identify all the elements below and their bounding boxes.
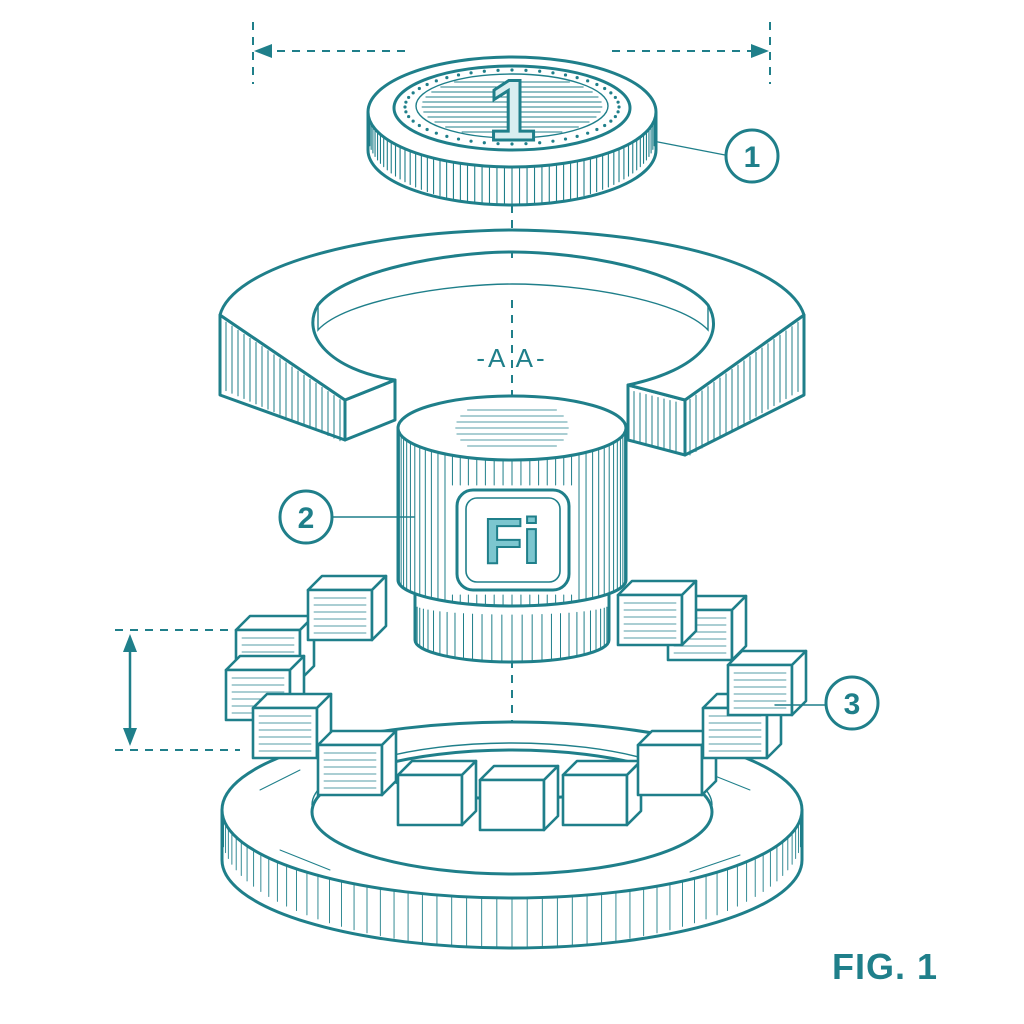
coin-part: 1 (366, 55, 658, 207)
callout-1: 1 (657, 128, 780, 184)
callout-2: 2 (278, 489, 415, 545)
callout-1-number: 1 (744, 141, 761, 174)
collar-ridges (414, 604, 610, 663)
coin-width-dimension (252, 22, 771, 84)
chain-cube (306, 574, 388, 642)
chain-cube (396, 759, 478, 827)
chain-height-dimension (115, 629, 240, 751)
coin-numeral: 1 (488, 63, 536, 159)
callout-3: 3 (774, 675, 880, 731)
chain-cube (561, 759, 643, 827)
base-ring-hatching (221, 769, 803, 949)
fi-badge-text: Fi (484, 505, 541, 577)
chain-cube (316, 729, 398, 797)
callout-3-number: 3 (844, 688, 861, 721)
open-ring-part (218, 228, 806, 457)
fi-badge (455, 488, 571, 592)
cube-chain-part (224, 574, 808, 832)
coin-edge-ridges (367, 111, 657, 206)
chain-cube (478, 764, 560, 832)
callout-2-number: 2 (298, 502, 315, 535)
chain-cube (251, 692, 333, 760)
cylinder-part: Fi (396, 394, 628, 664)
chain-cube (616, 579, 698, 647)
cylinder-ridges (397, 427, 627, 607)
coin-engraving-lines (403, 68, 621, 146)
section-label: -A A- (476, 343, 547, 373)
figure-label: FIG. 1 (831, 946, 938, 987)
cylinder-top-hatching (455, 409, 569, 447)
open-ring-hatching (225, 321, 799, 456)
